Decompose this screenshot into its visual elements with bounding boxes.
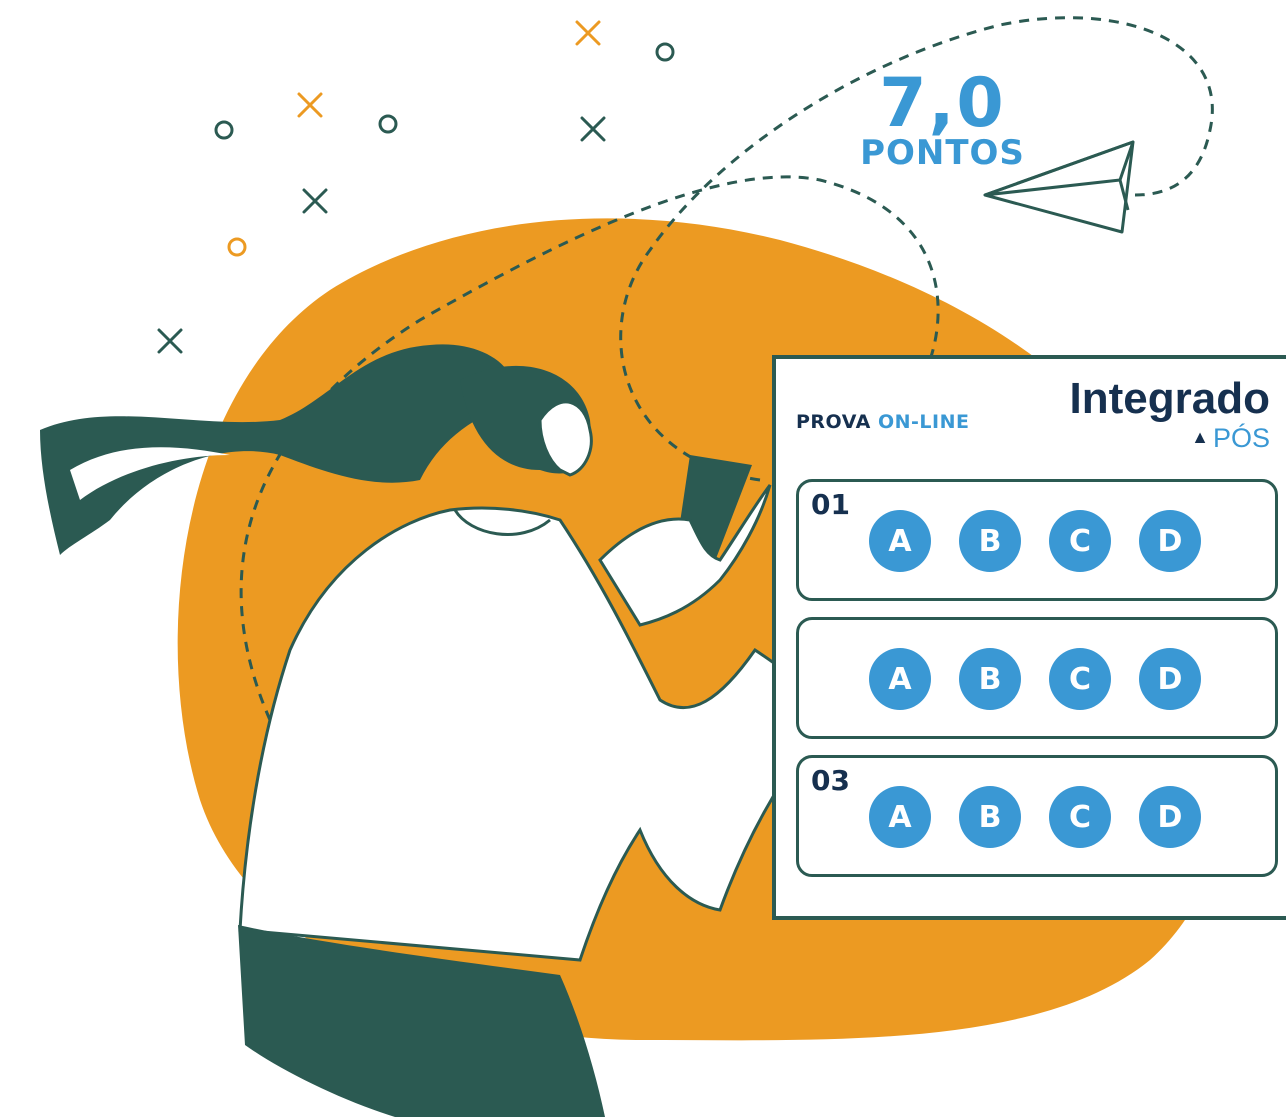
option-b-button[interactable]: B [959,510,1021,572]
option-c-button[interactable]: C [1049,786,1111,848]
answer-options: A B C D [869,648,1201,710]
option-a-button[interactable]: A [869,786,931,848]
score-badge: 7,0 PONTOS [840,64,1045,173]
option-d-button[interactable]: D [1139,648,1201,710]
answer-options: A B C D [869,786,1201,848]
score-value: 7,0 [879,64,1006,143]
paper-plane-icon [983,140,1135,234]
option-d-button[interactable]: D [1139,510,1201,572]
answer-options: A B C D [869,510,1201,572]
brand-logo: Integrado ▲PÓS [1070,377,1270,452]
exam-title-part2: ON-LINE [877,411,970,433]
option-b-button[interactable]: B [959,786,1021,848]
question-card: 03 A B C D [796,755,1278,877]
option-b-button[interactable]: B [959,648,1021,710]
hand-holding-phone [598,484,772,627]
dashed-flight-path [239,175,940,721]
collar [453,509,551,536]
brand-sub-label: PÓS [1212,423,1270,453]
question-number: 03 [811,764,850,797]
question-card: 01 A B C D [796,479,1278,601]
question-card: A B C D [796,617,1278,739]
dashed-loop-path [619,16,1214,482]
brand-name: Integrado [1069,374,1270,423]
exam-board: PROVA ON-LINE Integrado ▲PÓS 01 A B C D … [772,355,1286,920]
face [538,400,593,477]
option-c-button[interactable]: C [1049,648,1111,710]
option-a-button[interactable]: A [869,648,931,710]
exam-title-part1: PROVA [796,411,871,433]
pants [238,925,605,1117]
exam-title: PROVA ON-LINE [796,411,969,433]
option-c-button[interactable]: C [1049,510,1111,572]
question-number: 01 [811,488,850,521]
hair-streak [70,447,230,500]
option-d-button[interactable]: D [1139,786,1201,848]
option-a-button[interactable]: A [869,510,931,572]
brand-sub: ▲PÓS [1070,425,1270,452]
hair-ponytail [40,344,516,555]
decorative-marks [157,20,675,354]
shirt [238,506,838,962]
score-label: PONTOS [860,133,1025,173]
chevron-up-icon: ▲ [1191,427,1209,447]
